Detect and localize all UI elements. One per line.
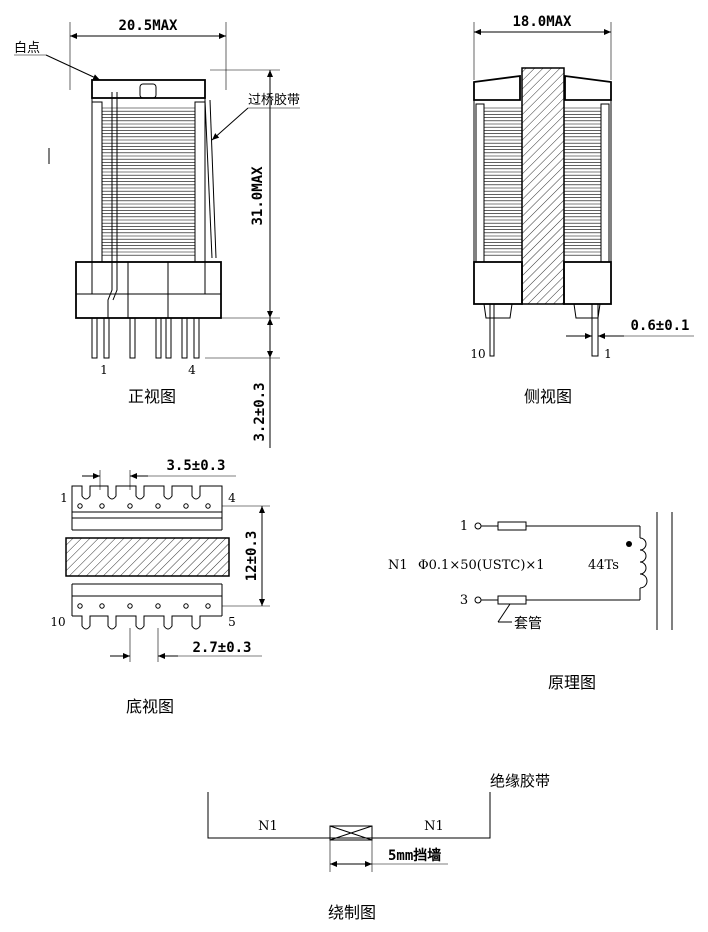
side-pin-10: 10 bbox=[470, 347, 485, 361]
side-winding bbox=[484, 107, 601, 256]
core-section bbox=[65, 537, 230, 577]
schematic-title: 原理图 bbox=[548, 673, 596, 692]
side-view-title: 侧视图 bbox=[524, 387, 572, 406]
winding-spec: Φ0.1×50(USTC)×1 bbox=[418, 558, 545, 573]
winding-left-label: N1 bbox=[258, 819, 278, 834]
schematic: 1 3 N1 Φ0.1×50(USTC)×1 44Ts 套管 原理图 bbox=[388, 512, 673, 692]
side-pin-1: 1 bbox=[604, 347, 612, 361]
winding-name: N1 bbox=[388, 558, 408, 573]
row-spacing-dim: 12±0.3 bbox=[244, 531, 260, 582]
front-winding bbox=[102, 107, 195, 256]
bottom-pin-5: 5 bbox=[228, 615, 236, 629]
side-view: 18.0MAX 0.6±0.1 10 1 侧视图 bbox=[470, 14, 694, 406]
front-view: 20.5MAX 31.0MAX 3.2 bbox=[14, 18, 300, 448]
schematic-pin-1: 1 bbox=[460, 519, 468, 534]
winding-diagram: 5mm挡墙 N1 N1 绝缘胶带 绕制图 bbox=[207, 772, 550, 922]
ferrite-core bbox=[521, 67, 565, 305]
bridge-tape-label: 过桥胶带 bbox=[248, 92, 300, 108]
bottom-holes-top bbox=[77, 503, 211, 509]
front-pin-4: 4 bbox=[188, 363, 196, 377]
side-width-dim: 18.0MAX bbox=[512, 14, 572, 30]
front-width-dim: 20.5MAX bbox=[118, 18, 178, 34]
winding-diagram-title: 绕制图 bbox=[328, 903, 376, 922]
front-pin-length-dim: 3.2±0.3 bbox=[252, 382, 268, 441]
pitch-top-dim: 3.5±0.3 bbox=[166, 458, 225, 474]
front-view-title: 正视图 bbox=[128, 387, 176, 406]
sleeve-label: 套管 bbox=[514, 616, 542, 632]
white-dot-label: 白点 bbox=[14, 40, 40, 56]
bottom-pin-10: 10 bbox=[50, 615, 65, 629]
side-pin-dim: 0.6±0.1 bbox=[630, 318, 689, 334]
front-pins bbox=[91, 317, 200, 359]
schematic-pin-3: 3 bbox=[460, 593, 468, 608]
bottom-holes-bot bbox=[77, 603, 211, 609]
bottom-pin-4: 4 bbox=[228, 491, 236, 505]
pitch-bottom-dim: 2.7±0.3 bbox=[192, 640, 251, 656]
front-height-dim: 31.0MAX bbox=[250, 166, 266, 226]
bottom-view-title: 底视图 bbox=[126, 697, 174, 716]
insulation-tape-label: 绝缘胶带 bbox=[490, 772, 550, 790]
bottom-view: 3.5±0.3 12±0.3 2.7±0.3 1 4 10 5 底 bbox=[50, 458, 270, 716]
winding-turns: 44Ts bbox=[588, 558, 619, 573]
winding-right-label: N1 bbox=[424, 819, 444, 834]
bottom-pin-1: 1 bbox=[60, 491, 68, 505]
front-pin-1: 1 bbox=[100, 363, 108, 377]
wall-label: 5mm挡墙 bbox=[388, 847, 441, 864]
